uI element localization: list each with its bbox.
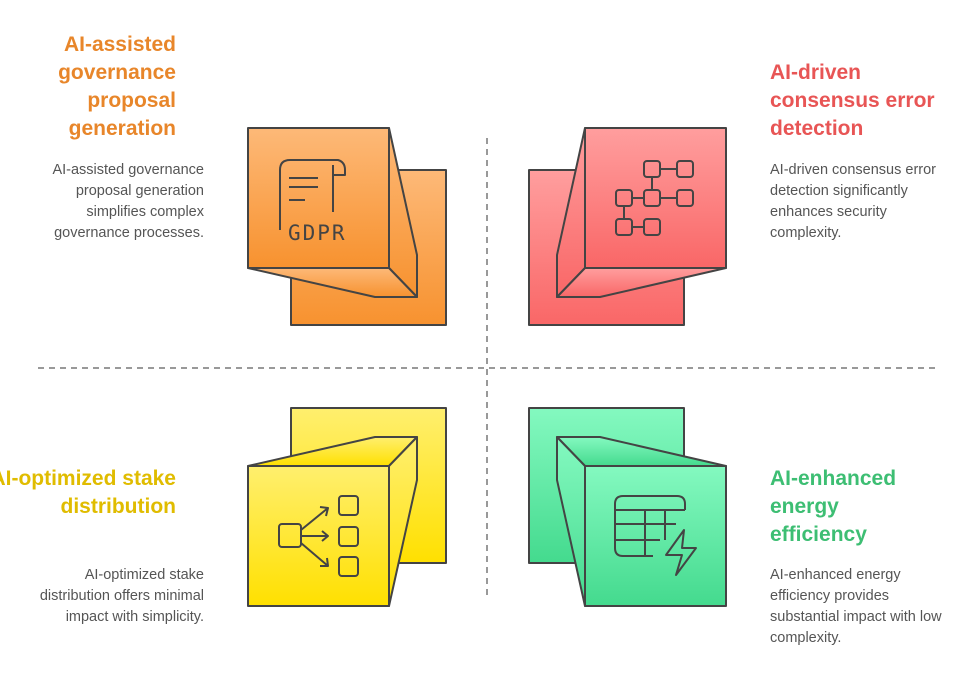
quadrant-description-energy: AI-enhanced energy efficiency provides s… <box>770 567 942 646</box>
yellow-card <box>247 407 447 607</box>
green-card <box>528 407 727 607</box>
gdpr-label: GDPR <box>288 221 347 245</box>
quadrant-title-energy: AI-enhanced energy efficiency <box>770 467 897 546</box>
red-card <box>528 127 727 326</box>
quadrant-description-stake: AI-optimized stake distribution offers m… <box>39 567 204 625</box>
quadrant-title-stake: AI-optimized stake distribution <box>0 467 176 518</box>
quadrant-title-consensus: AI-driven consensus error detection <box>770 61 935 140</box>
distribution-icon <box>278 495 359 577</box>
table-lightning-icon <box>614 495 697 576</box>
quadrant-title-governance: AI-assisted governance proposal generati… <box>58 33 176 140</box>
gdpr-document-icon: GDPR <box>279 159 347 245</box>
orange-card: GDPR <box>247 127 447 326</box>
quadrant-description-governance: AI-assisted governance proposal generati… <box>52 162 204 241</box>
axis-dividers <box>38 138 938 600</box>
flowchart-icon <box>615 160 694 236</box>
quadrant-description-consensus: AI-driven consensus error detection sign… <box>770 162 937 241</box>
